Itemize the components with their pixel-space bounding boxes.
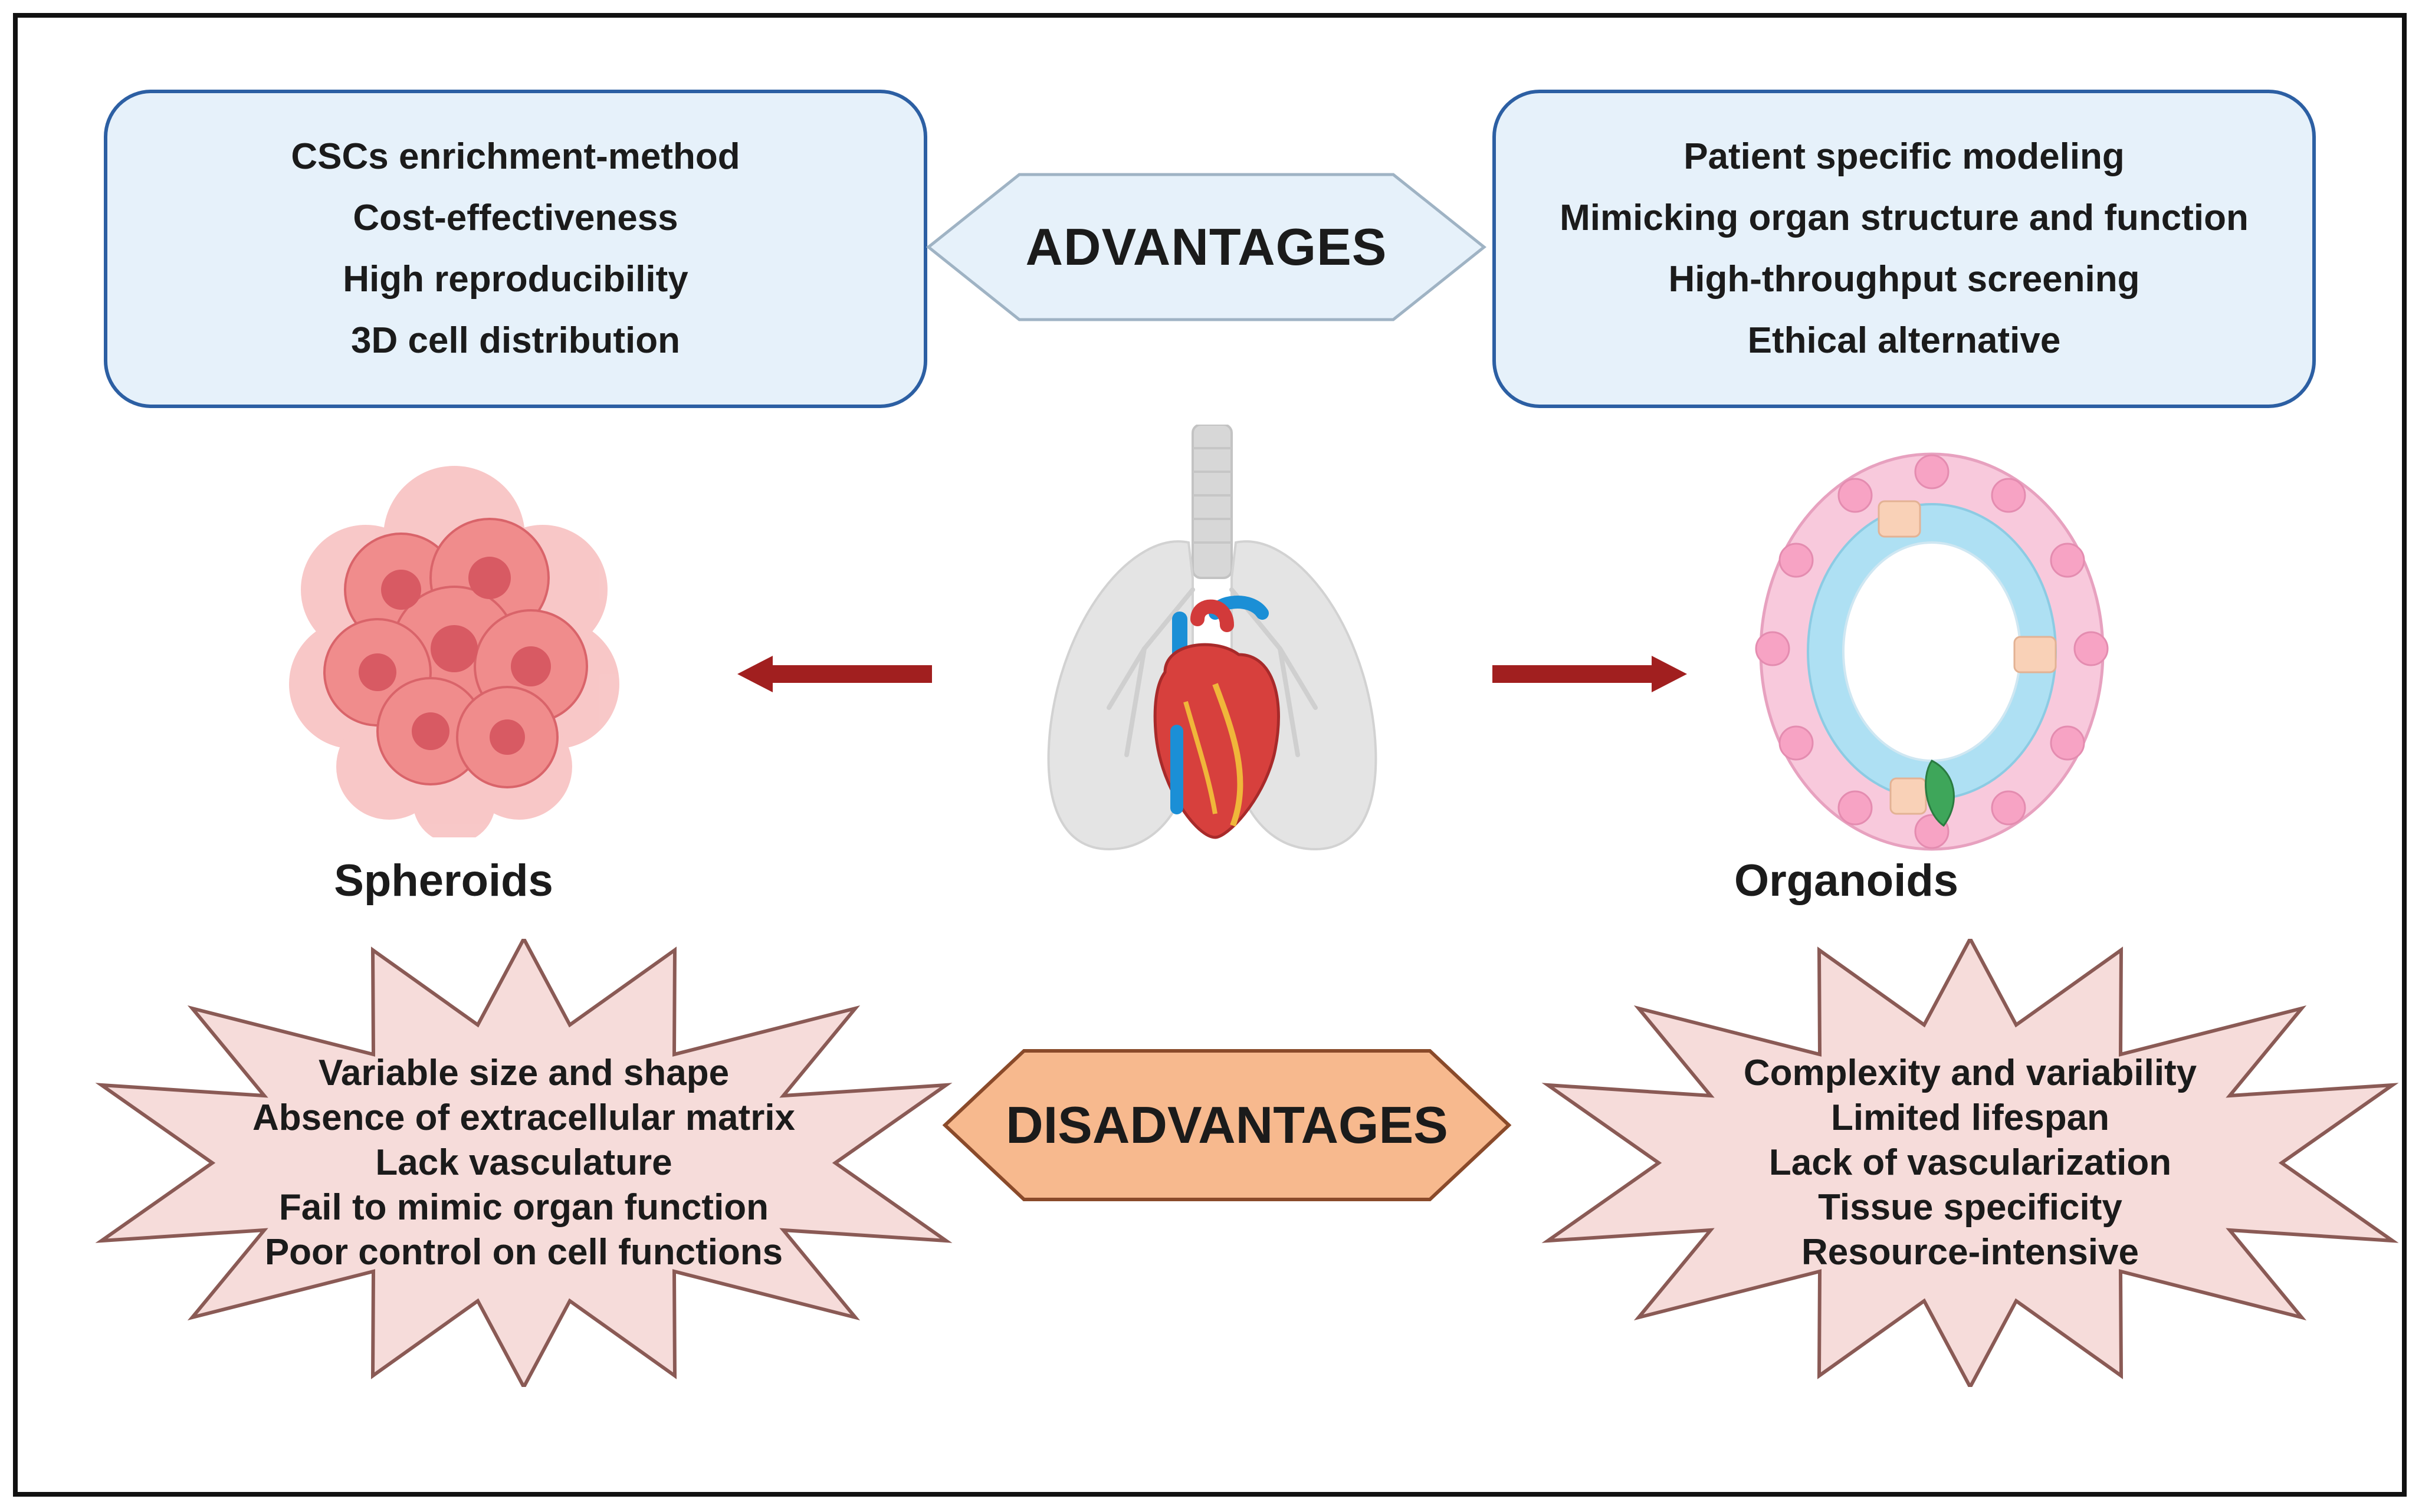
organoid-disadvantages-list: Complexity and variability Limited lifes… xyxy=(1510,939,2422,1387)
organoid-disadvantage-item: Complexity and variability xyxy=(1743,1053,2197,1093)
organoid-ring-icon xyxy=(1755,452,2109,851)
advantages-label: ADVANTAGES xyxy=(1025,218,1387,276)
spheroid-disadvantage-item: Fail to mimic organ function xyxy=(278,1187,769,1228)
spheroid-advantage-item: CSCs enrichment-method xyxy=(291,136,740,177)
spheroid-disadvantages-starburst xyxy=(95,939,953,1387)
organoid-advantages-box: Patient specific modeling Mimicking orga… xyxy=(1492,90,2316,408)
organoids-label: Organoids xyxy=(1734,856,1959,906)
spheroid-advantages-box: CSCs enrichment-method Cost-effectivenes… xyxy=(104,90,927,408)
arrow-to-spheroids xyxy=(737,656,932,692)
spheroid-advantage-item: Cost-effectiveness xyxy=(353,198,678,238)
organoid-disadvantage-item: Limited lifespan xyxy=(1831,1097,2109,1138)
arrow-to-organoids xyxy=(1492,656,1687,692)
spheroids-label: Spheroids xyxy=(334,856,553,906)
spheroid-disadvantages-list: Variable size and shape Absence of extra… xyxy=(64,939,984,1387)
spheroid-advantage-item: 3D cell distribution xyxy=(350,320,681,361)
organoid-disadvantage-item: Lack of vascularization xyxy=(1768,1142,2172,1183)
disadvantages-hexagon xyxy=(942,1049,1512,1201)
organoid-advantage-item: Ethical alternative xyxy=(1747,320,2061,361)
organoid-advantage-item: Mimicking organ structure and function xyxy=(1560,198,2249,238)
spheroid-disadvantage-item: Absence of extracellular matrix xyxy=(252,1097,796,1138)
organoid-disadvantages-starburst xyxy=(1541,939,2399,1387)
organoid-disadvantage-item: Tissue specificity xyxy=(1818,1187,2122,1228)
organoid-disadvantage-item: Resource-intensive xyxy=(1801,1232,2139,1273)
spheroid-cluster-icon xyxy=(289,466,619,837)
advantages-hexagon xyxy=(926,173,1487,321)
lungs-heart-icon xyxy=(1047,425,1377,851)
spheroid-advantage-item: High reproducibility xyxy=(343,259,688,300)
spheroid-disadvantage-item: Variable size and shape xyxy=(318,1053,730,1093)
spheroid-disadvantage-item: Lack vasculature xyxy=(375,1142,672,1183)
disadvantages-label: DISADVANTAGES xyxy=(1006,1096,1448,1154)
organoid-advantage-item: High-throughput screening xyxy=(1668,259,2140,300)
spheroid-disadvantage-item: Poor control on cell functions xyxy=(264,1232,783,1273)
organoid-advantage-item: Patient specific modeling xyxy=(1683,136,2125,177)
